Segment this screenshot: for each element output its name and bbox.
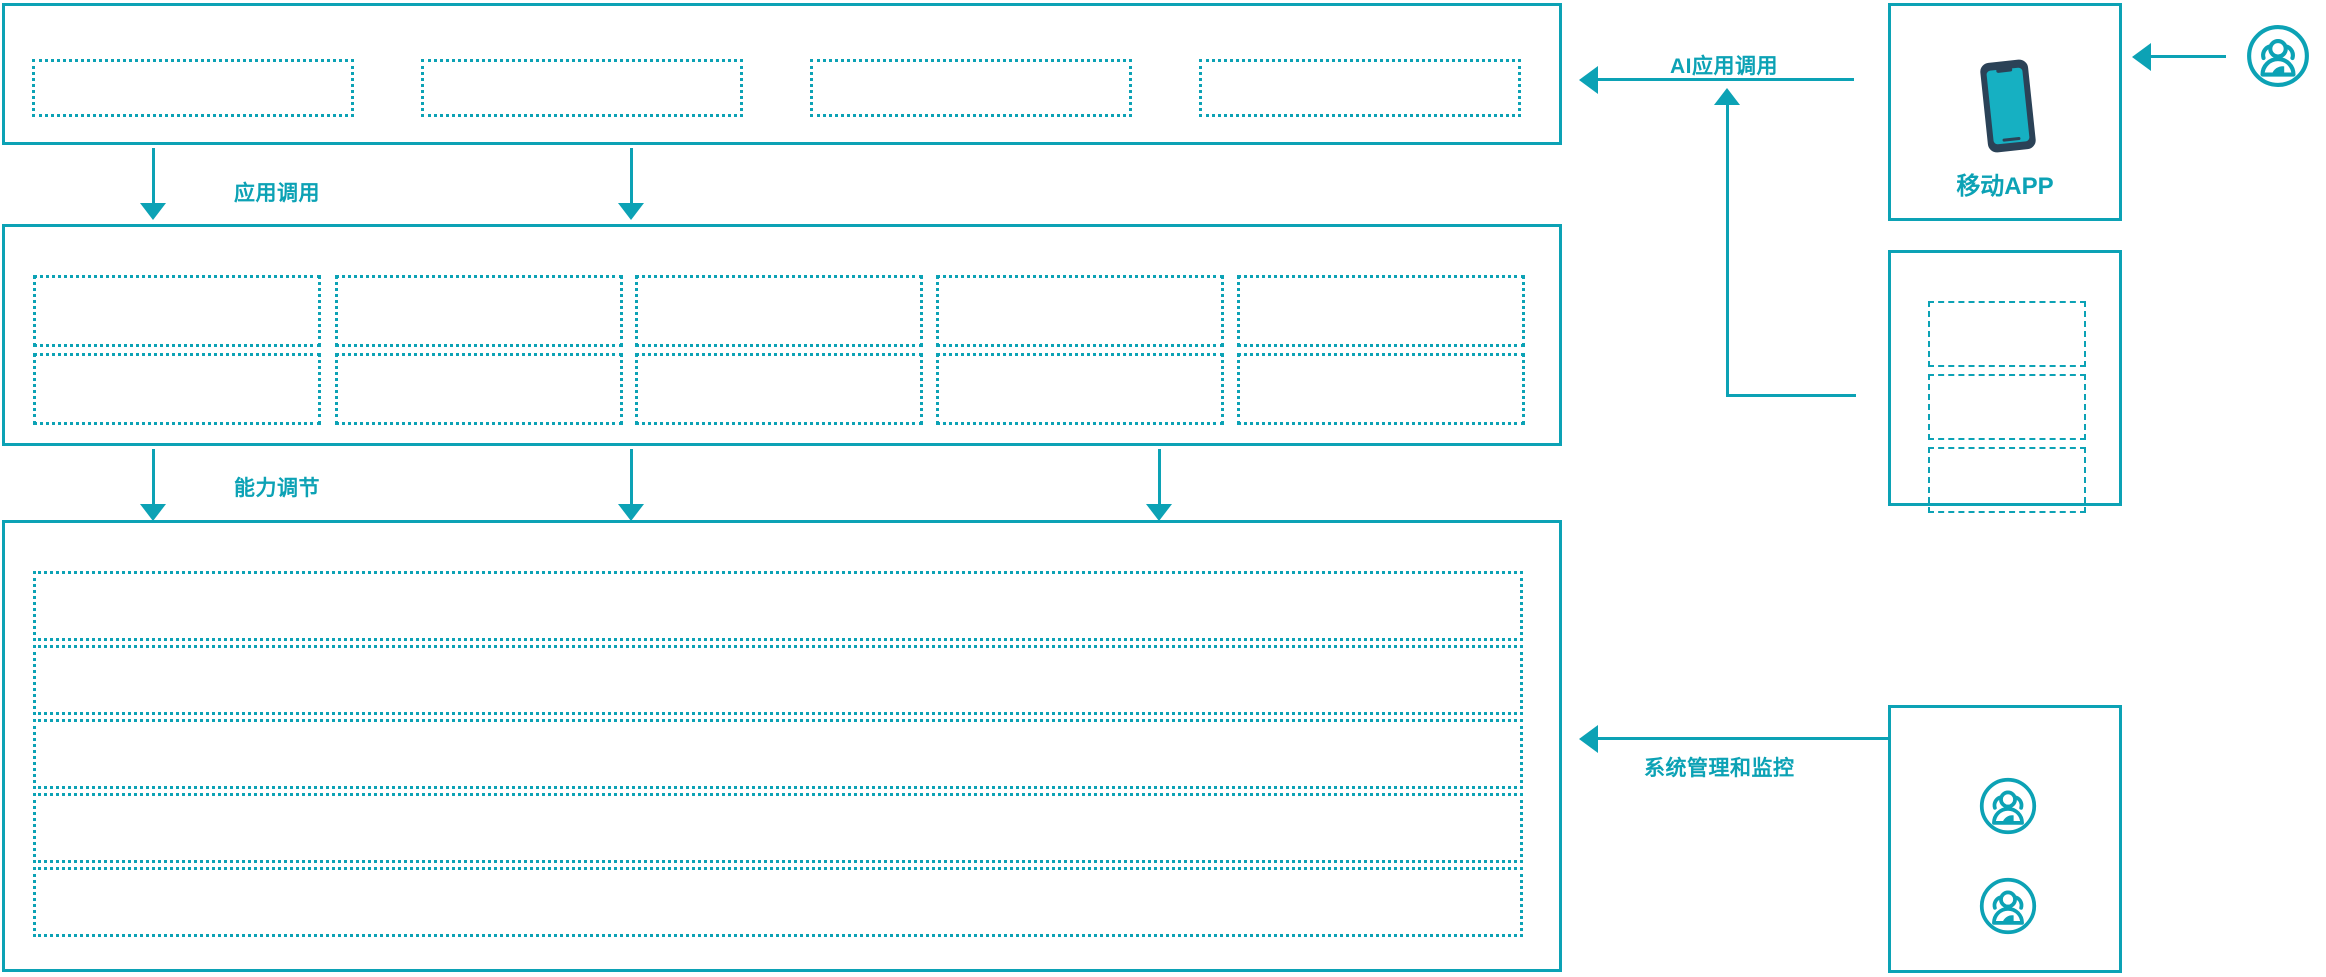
capability-slot-r2c2[interactable] [335, 353, 623, 425]
capability-slot-r1c2[interactable] [335, 275, 623, 347]
users-group-icon [2245, 23, 2311, 89]
platform-slot-3[interactable] [33, 719, 1523, 789]
app-invoke-arrow-2 [618, 203, 644, 220]
capability-adjust-arrow-2 [618, 504, 644, 521]
capability-slot-r1c5[interactable] [1237, 275, 1525, 347]
application-slot-1[interactable] [32, 59, 354, 117]
capability-slot-r2c1[interactable] [33, 353, 321, 425]
platform-slot-2[interactable] [33, 645, 1523, 715]
capability-adjust-arrow-3 [1146, 504, 1172, 521]
capability-adjust-connector-line-1 [152, 449, 155, 509]
platform-slot-1[interactable] [33, 571, 1523, 641]
platform-layer-panel [2, 520, 1562, 972]
flow-label-system-admin-monitor: 系统管理和监控 [1644, 757, 1795, 780]
capability-slot-r1c4[interactable] [936, 275, 1224, 347]
app-invoke-connector-line-2 [630, 148, 633, 208]
flow-label-ai-app-invoke: AI应用调用 [1670, 55, 1778, 78]
module-panel-slot-1[interactable] [1928, 301, 2086, 367]
system-admin-monitor-line [1598, 737, 1888, 740]
module-panel [1888, 250, 2122, 506]
module-panel-riser-horizontal [1726, 394, 1856, 397]
capability-adjust-connector-line-3 [1158, 449, 1161, 509]
capability-slot-r2c3[interactable] [635, 353, 923, 425]
app-invoke-connector-line-1 [152, 148, 155, 208]
capability-slot-r1c1[interactable] [33, 275, 321, 347]
platform-slot-5[interactable] [33, 867, 1523, 937]
application-slot-3[interactable] [810, 59, 1132, 117]
smartphone-icon [1977, 58, 2039, 154]
application-layer-panel [2, 3, 1562, 145]
flow-label-capability-adjust: 能力调节 [234, 477, 320, 500]
module-panel-riser-arrow [1714, 88, 1740, 105]
mobile-app-node[interactable]: 移动APP [1888, 3, 2122, 221]
users-group-icon [1978, 776, 2038, 836]
capability-layer-panel [2, 224, 1562, 446]
flow-label-app-invoke: 应用调用 [234, 182, 320, 205]
mobile-app-label: 移动APP [1956, 173, 2054, 200]
users-group-icon [1978, 876, 2038, 936]
operations-panel [1888, 705, 2122, 973]
capability-slot-r2c5[interactable] [1237, 353, 1525, 425]
end-user-to-app-arrow [2132, 43, 2151, 71]
capability-adjust-arrow-1 [140, 504, 166, 521]
system-admin-monitor-arrow [1579, 725, 1598, 753]
ai-app-invoke-line [1598, 78, 1854, 81]
ai-app-invoke-arrow [1579, 66, 1598, 94]
platform-slot-4[interactable] [33, 793, 1523, 863]
capability-adjust-connector-line-2 [630, 449, 633, 509]
application-slot-2[interactable] [421, 59, 743, 117]
module-panel-slot-3[interactable] [1928, 447, 2086, 513]
capability-slot-r2c4[interactable] [936, 353, 1224, 425]
module-panel-slot-2[interactable] [1928, 374, 2086, 440]
app-invoke-arrow-1 [140, 203, 166, 220]
end-user-to-app-line [2150, 55, 2226, 58]
application-slot-4[interactable] [1199, 59, 1521, 117]
capability-slot-r1c3[interactable] [635, 275, 923, 347]
module-panel-riser-line [1726, 105, 1729, 396]
